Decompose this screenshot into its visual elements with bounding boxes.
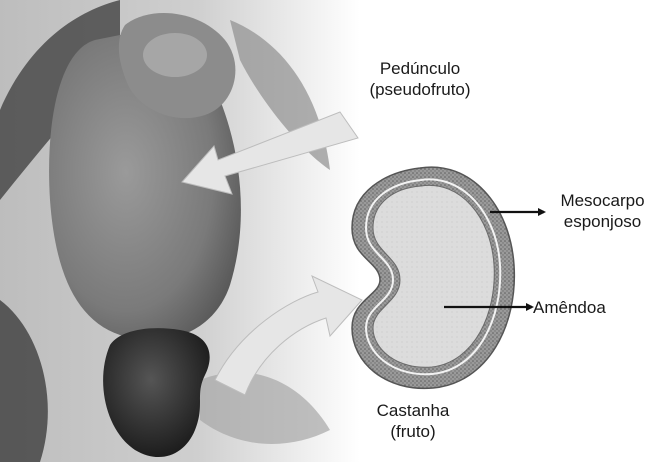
almond-label: Amêndoa	[533, 297, 633, 318]
peduncle-label-line1: Pedúnculo	[360, 58, 480, 79]
nut-label-line2: (fruto)	[363, 421, 463, 442]
nut-cross-section	[352, 167, 544, 388]
mesocarp-label-line1: Mesocarpo	[545, 190, 660, 211]
mesocarp-label: Mesocarpo esponjoso	[545, 190, 660, 232]
cashew-photo	[0, 0, 362, 462]
nut-label: Castanha (fruto)	[363, 400, 463, 442]
mesocarp-label-line2: esponjoso	[545, 211, 660, 232]
nut-label-line1: Castanha	[363, 400, 463, 421]
pseudofruit-highlight	[143, 33, 207, 77]
peduncle-label: Pedúnculo (pseudofruto)	[360, 58, 480, 100]
almond-label-text: Amêndoa	[533, 297, 633, 318]
peduncle-label-line2: (pseudofruto)	[360, 79, 480, 100]
